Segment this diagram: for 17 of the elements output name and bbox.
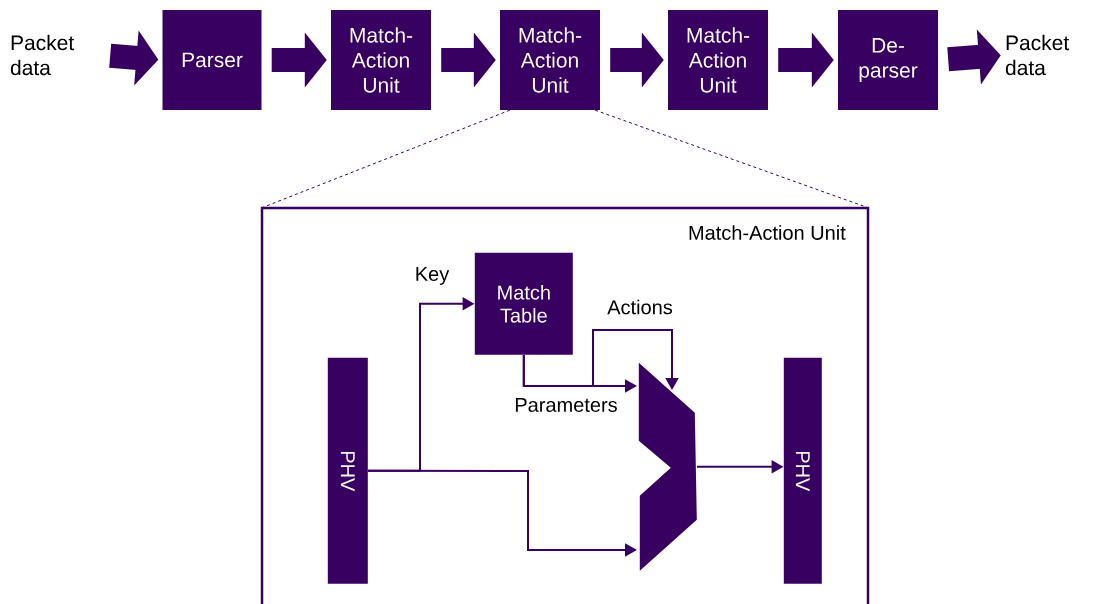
label-text: Packet data (10, 34, 75, 76)
multiplexer-shape (638, 362, 697, 571)
frame-heading: Match-Action Unit (689, 225, 846, 240)
process-box: Match-Action Unit (668, 10, 768, 110)
process-box: De-parser (838, 10, 938, 110)
zoom-line (261, 109, 511, 209)
phv-bar: PHV (327, 357, 368, 584)
edge-label: Parameters (515, 398, 617, 412)
process-box: Match-Action Unit (500, 10, 600, 110)
phv-bar: PHV (783, 357, 822, 584)
edge-label: Key (416, 267, 450, 285)
process-box: Match Table (474, 252, 573, 355)
process-box: Match-Action Unit (331, 10, 431, 110)
process-box: Parser (162, 10, 262, 110)
zoom-line (594, 109, 869, 209)
label-text: Packet data (1005, 34, 1070, 76)
edge-label: Actions (607, 299, 673, 315)
